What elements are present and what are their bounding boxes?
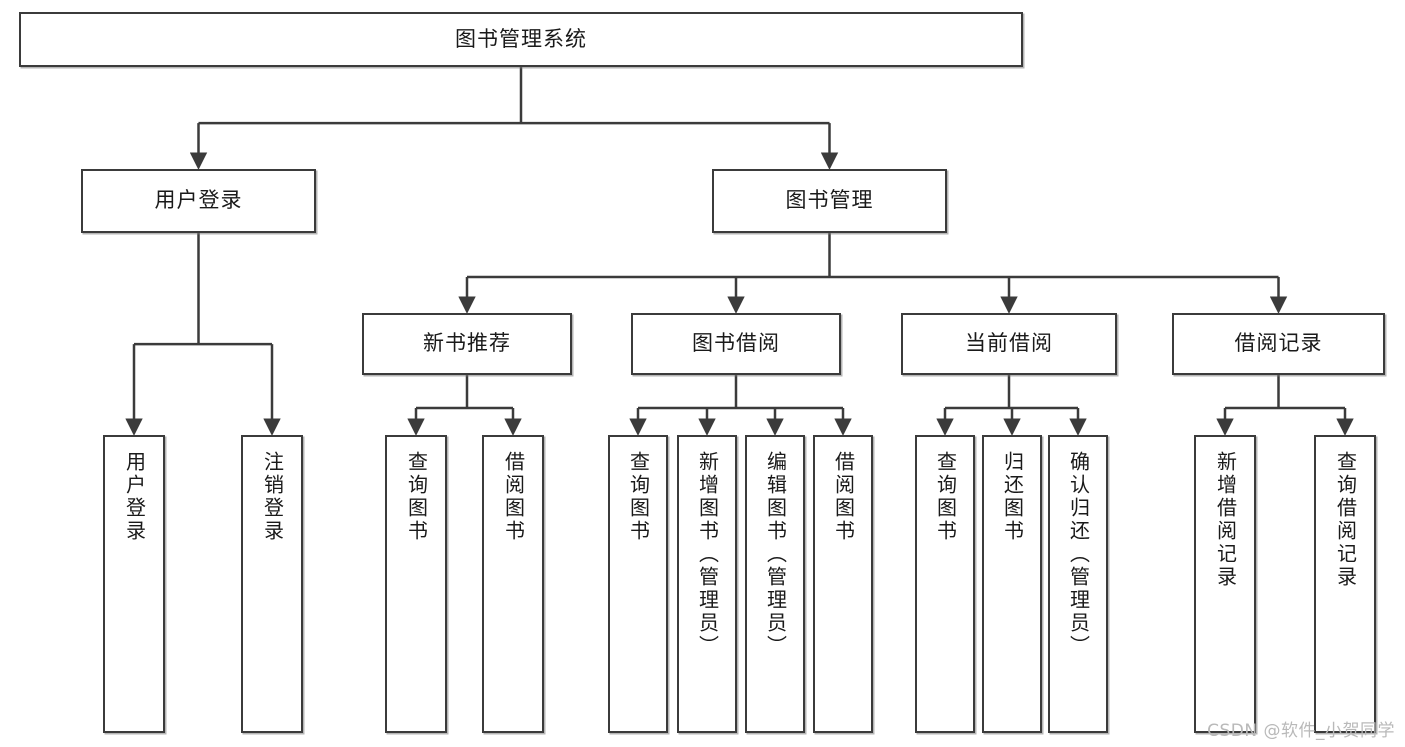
node-book-manage[interactable]: 图书管理 xyxy=(712,169,947,233)
node-label: 查询借阅记录 xyxy=(1333,451,1358,589)
node-leaf-user-login[interactable]: 用户登录 xyxy=(103,435,165,733)
node-label: 借阅图书 xyxy=(831,451,856,543)
node-leaf-borrow-book-recommend[interactable]: 借阅图书 xyxy=(482,435,544,733)
node-label: 用户登录 xyxy=(122,451,147,543)
node-leaf-confirm-return-admin[interactable]: 确认归还（管理员） xyxy=(1048,435,1108,733)
node-label: 当前借阅 xyxy=(965,331,1053,356)
node-label: 图书管理系统 xyxy=(455,26,587,51)
node-leaf-query-borrow-record[interactable]: 查询借阅记录 xyxy=(1314,435,1376,733)
node-label: 借阅图书 xyxy=(501,451,526,543)
node-label: 新增图书（管理员） xyxy=(695,451,720,658)
node-label: 用户登录 xyxy=(154,188,243,213)
node-label: 确认归还（管理员） xyxy=(1066,451,1091,658)
node-leaf-edit-book-admin[interactable]: 编辑图书（管理员） xyxy=(745,435,805,733)
node-label: 查询图书 xyxy=(626,451,651,543)
node-label: 借阅记录 xyxy=(1234,331,1323,356)
node-current-borrow[interactable]: 当前借阅 xyxy=(901,313,1117,375)
watermark-text: CSDN @软件_小贺同学 xyxy=(1207,721,1395,741)
node-label: 查询图书 xyxy=(404,451,429,543)
node-book-borrow[interactable]: 图书借阅 xyxy=(631,313,841,375)
node-leaf-add-borrow-record[interactable]: 新增借阅记录 xyxy=(1194,435,1256,733)
node-label: 新书推荐 xyxy=(423,331,511,356)
node-label: 图书借阅 xyxy=(692,331,780,356)
node-leaf-user-logout[interactable]: 注销登录 xyxy=(241,435,303,733)
node-leaf-query-book-current[interactable]: 查询图书 xyxy=(915,435,975,733)
node-label: 图书管理 xyxy=(785,188,874,213)
node-leaf-borrow-book[interactable]: 借阅图书 xyxy=(813,435,873,733)
node-label: 新增借阅记录 xyxy=(1213,451,1238,589)
node-root[interactable]: 图书管理系统 xyxy=(19,12,1023,67)
node-leaf-query-book-borrow[interactable]: 查询图书 xyxy=(608,435,668,733)
node-new-book-recommend[interactable]: 新书推荐 xyxy=(362,313,572,375)
node-label: 归还图书 xyxy=(1000,451,1025,543)
node-label: 注销登录 xyxy=(260,451,285,543)
node-label: 查询图书 xyxy=(933,451,958,543)
node-user-login[interactable]: 用户登录 xyxy=(81,169,316,233)
node-leaf-return-book[interactable]: 归还图书 xyxy=(982,435,1042,733)
node-label: 编辑图书（管理员） xyxy=(763,451,788,658)
node-leaf-query-book-recommend[interactable]: 查询图书 xyxy=(385,435,447,733)
node-borrow-record[interactable]: 借阅记录 xyxy=(1172,313,1385,375)
node-leaf-add-book-admin[interactable]: 新增图书（管理员） xyxy=(677,435,737,733)
